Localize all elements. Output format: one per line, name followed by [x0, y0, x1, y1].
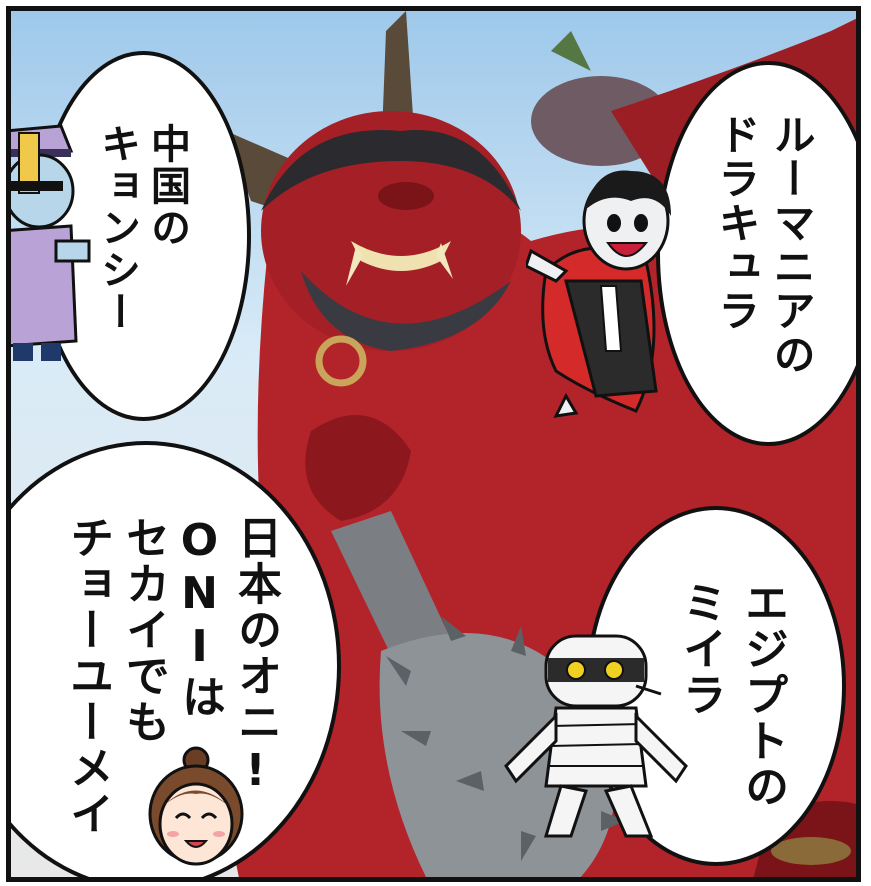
dracula-icon [526, 170, 671, 418]
bubble-japan-line4: チョーユーメイ [62, 515, 113, 837]
bubble-japan-line3: セカイでも [118, 515, 169, 745]
speech-bubble-japan: 日本のオニ! ONIは セカイでも チョーユーメイ [11, 441, 341, 877]
mummy-icon [504, 634, 688, 838]
bubble-china-line1: 中国の [144, 123, 190, 249]
comic-panel: 中国の キョンシー ルーマニアの ドラキュラ 日本のオニ! ONIは セカイでも [6, 6, 861, 882]
bubble-china-line2: キョンシー [94, 123, 140, 333]
bubble-egypt-line1: エジプトの [737, 580, 788, 810]
bubble-japan-line1: 日本のオニ! [230, 515, 281, 798]
bubble-romania-line1: ルーマニアの [767, 113, 816, 377]
narrator-girl-icon [148, 746, 244, 866]
bubble-egypt-line2: ミイラ [675, 580, 726, 718]
bubble-romania-line2: ドラキュラ [712, 113, 761, 333]
bubble-japan-line2: ONIは [174, 515, 225, 720]
jiangshi-icon [11, 124, 91, 361]
speech-bubble-romania: ルーマニアの ドラキュラ [656, 61, 856, 446]
